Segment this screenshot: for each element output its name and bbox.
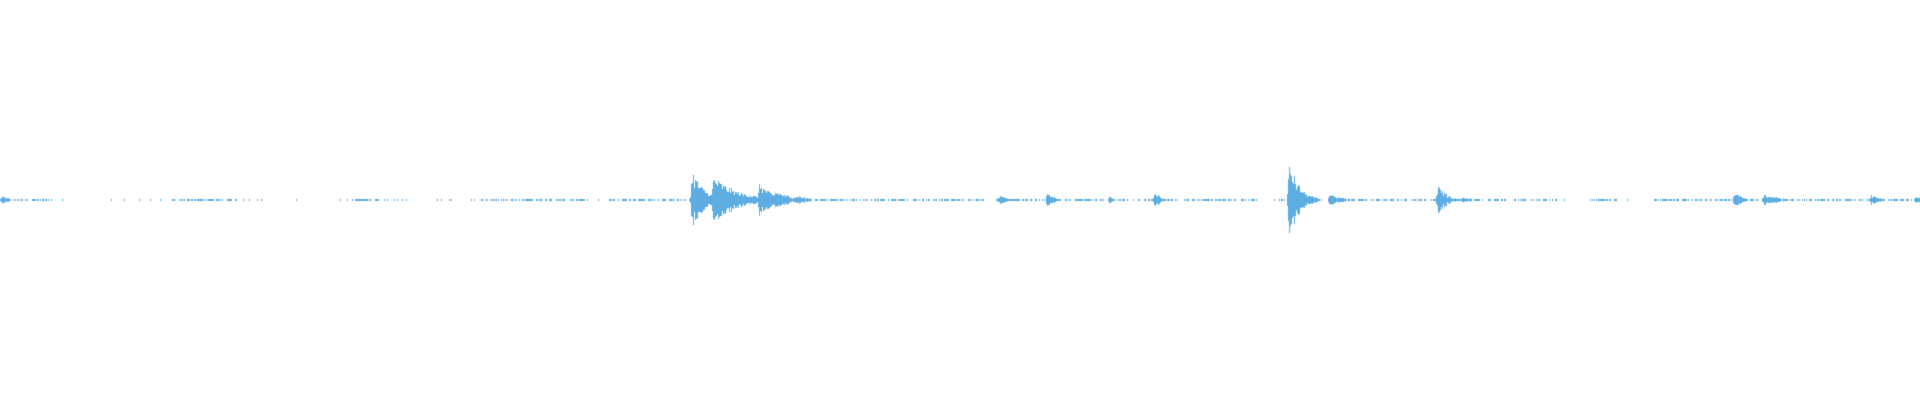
waveform-canvas[interactable]	[0, 0, 1920, 400]
audio-waveform[interactable]	[0, 0, 1920, 400]
